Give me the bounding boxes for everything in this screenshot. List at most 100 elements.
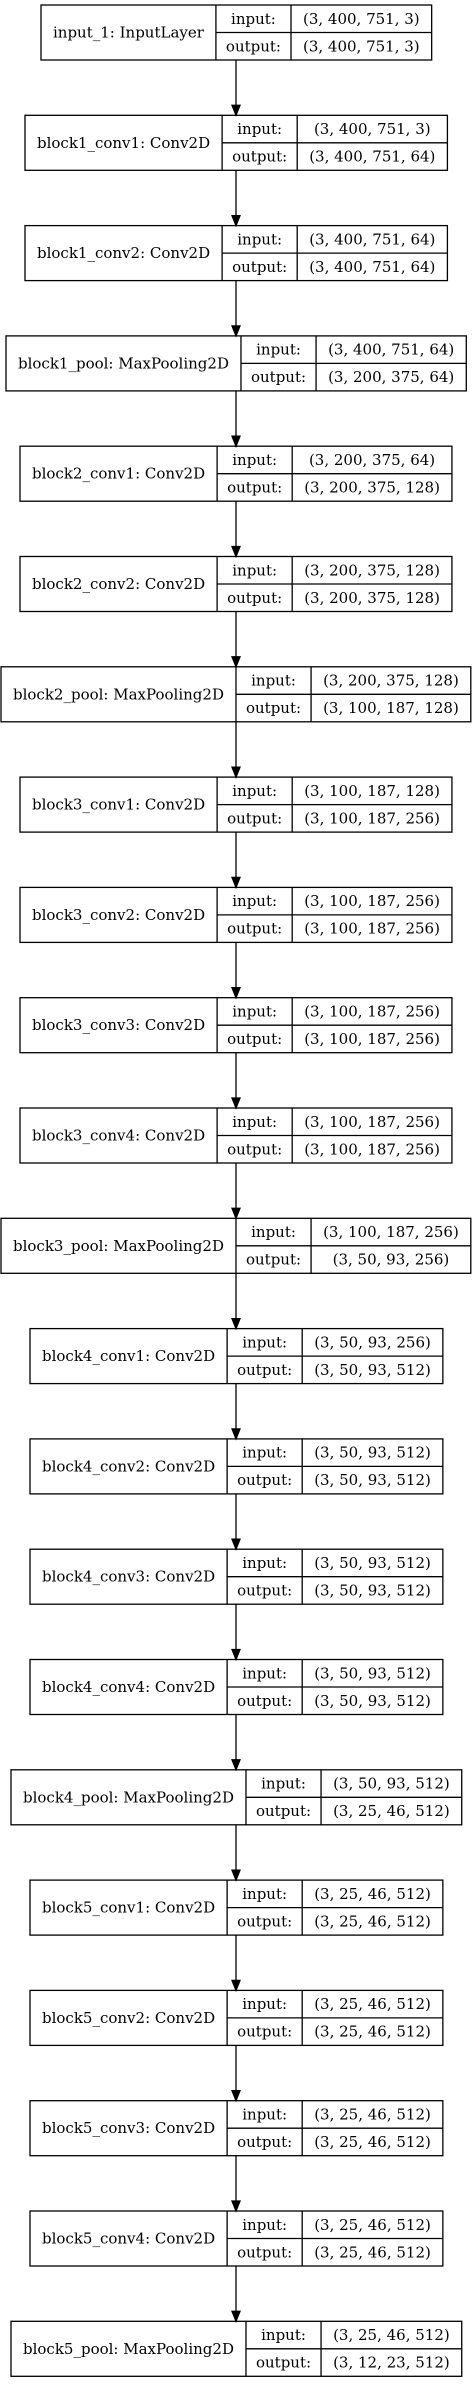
layer-node: block1_conv2: Conv2D input: output: (3, 400…: [24, 224, 449, 282]
edge-arrow: [231, 611, 241, 669]
input-label: input:: [242, 1995, 287, 2013]
input-shape: (3, 200, 375, 128): [323, 672, 459, 690]
layer-name: block4_conv4: Conv2D: [42, 1678, 215, 1696]
input-shape: (3, 25, 46, 512): [314, 1995, 431, 2013]
output-label: output:: [227, 478, 282, 496]
edge-arrow: [231, 1935, 241, 1993]
edge-arrow: [231, 1714, 241, 1772]
layer-name: block1_pool: MaxPooling2D: [18, 354, 229, 372]
layer-name: block4_conv2: Conv2D: [42, 1457, 215, 1475]
output-label: output:: [227, 809, 282, 827]
layer-name: block3_pool: MaxPooling2D: [13, 1237, 224, 1255]
output-label: output:: [256, 1802, 311, 1820]
layer-name: block1_conv1: Conv2D: [37, 134, 210, 152]
layer-name: block2_conv2: Conv2D: [32, 575, 205, 593]
output-label: output:: [227, 589, 282, 607]
layer-name: block3_conv2: Conv2D: [32, 906, 205, 924]
input-label: input:: [256, 341, 301, 359]
input-label: input:: [242, 1885, 287, 1903]
input-shape: (3, 400, 751, 64): [328, 341, 454, 359]
edge-arrow: [231, 721, 241, 779]
layer-name: block5_conv2: Conv2D: [42, 2009, 215, 2027]
layer-name: block4_conv3: Conv2D: [42, 1568, 215, 1586]
output-shape: (3, 200, 375, 128): [304, 478, 440, 496]
edge-arrow: [231, 2155, 241, 2213]
input-shape: (3, 100, 187, 256): [304, 1002, 440, 1020]
layer-node: block5_conv1: Conv2D input: output: (3, 25,…: [29, 1879, 444, 1936]
edge-arrow: [231, 1493, 241, 1551]
input-label: input:: [232, 782, 277, 800]
edge-arrow: [231, 1273, 241, 1331]
edge-arrow: [231, 280, 241, 338]
layer-node: block5_conv2: Conv2D input: output: (3, 25,…: [29, 1989, 444, 2047]
input-label: input:: [242, 2105, 287, 2123]
layer-name: block2_pool: MaxPooling2D: [13, 685, 224, 703]
layer-node: block3_pool: MaxPooling2Dinput:output:(3…: [0, 1217, 472, 1274]
output-shape: (3, 25, 46, 512): [314, 2023, 431, 2041]
input-shape: (3, 50, 93, 512): [314, 1444, 431, 1462]
edge-arrow: [231, 2045, 241, 2103]
layer-name: block4_conv1: Conv2D: [42, 1347, 215, 1365]
edge-arrow: [231, 390, 241, 448]
input-label: input:: [242, 1554, 287, 1572]
input-shape: (3, 50, 93, 512): [333, 1775, 450, 1793]
input-shape: (3, 50, 93, 512): [314, 1664, 431, 1682]
output-label: output:: [227, 920, 282, 938]
output-shape: (3, 100, 187, 256): [304, 1030, 440, 1048]
layer-name: block5_conv4: Conv2D: [42, 2230, 215, 2248]
output-shape: (3, 100, 187, 128): [323, 699, 459, 717]
input-shape: (3, 25, 46, 512): [314, 1885, 431, 1903]
input-label: input:: [251, 672, 296, 690]
layer-name: block3_conv3: Conv2D: [32, 1016, 205, 1034]
output-shape: (3, 50, 93, 512): [314, 1581, 431, 1599]
output-label: output:: [237, 1471, 292, 1489]
output-label: output:: [237, 2243, 292, 2261]
output-label: output:: [246, 699, 301, 717]
output-shape: (3, 200, 375, 128): [304, 589, 440, 607]
output-label: output:: [237, 1361, 292, 1379]
layer-name: block1_conv2: Conv2D: [37, 244, 210, 262]
output-label: output:: [246, 1251, 301, 1269]
layer-name: block4_pool: MaxPooling2D: [23, 1788, 234, 1806]
input-label: input:: [232, 451, 277, 469]
input-shape: (3, 400, 751, 3): [314, 120, 431, 138]
output-shape: (3, 50, 93, 256): [333, 1251, 450, 1269]
input-shape: (3, 100, 187, 256): [323, 1223, 459, 1241]
input-label: input:: [242, 1664, 287, 1682]
input-shape: (3, 25, 46, 512): [314, 2105, 431, 2123]
layer-name: block5_pool: MaxPooling2D: [23, 2340, 234, 2358]
output-label: output:: [232, 148, 287, 166]
edge-arrow: [231, 1604, 241, 1662]
input-shape: (3, 400, 751, 64): [309, 230, 435, 248]
layer-node: block4_conv4: Conv2D input: output: (3, 50,…: [29, 1658, 444, 1716]
output-shape: (3, 400, 751, 3): [303, 37, 420, 55]
output-label: output:: [237, 2023, 292, 2041]
output-shape: (3, 200, 375, 64): [328, 368, 454, 386]
output-shape: (3, 400, 751, 64): [309, 258, 435, 276]
output-label: output:: [227, 1030, 282, 1048]
input-shape: (3, 100, 187, 128): [304, 782, 440, 800]
output-label: output:: [237, 1912, 292, 1930]
input-label: input:: [242, 1333, 287, 1351]
edge-arrow: [231, 832, 241, 890]
output-label: output:: [232, 258, 287, 276]
output-shape: (3, 400, 751, 64): [309, 148, 435, 166]
layer-name: input_1: InputLayer: [53, 24, 205, 42]
input-shape: (3, 200, 375, 64): [309, 451, 435, 469]
layer-node: block1_pool: MaxPooling2Dinput:output:(3…: [5, 335, 467, 392]
output-label: output:: [237, 1692, 292, 1710]
output-label: output:: [237, 2133, 292, 2151]
input-label: input:: [237, 230, 282, 248]
layer-name: block5_conv1: Conv2D: [42, 1899, 215, 1917]
input-label: input:: [231, 10, 276, 28]
